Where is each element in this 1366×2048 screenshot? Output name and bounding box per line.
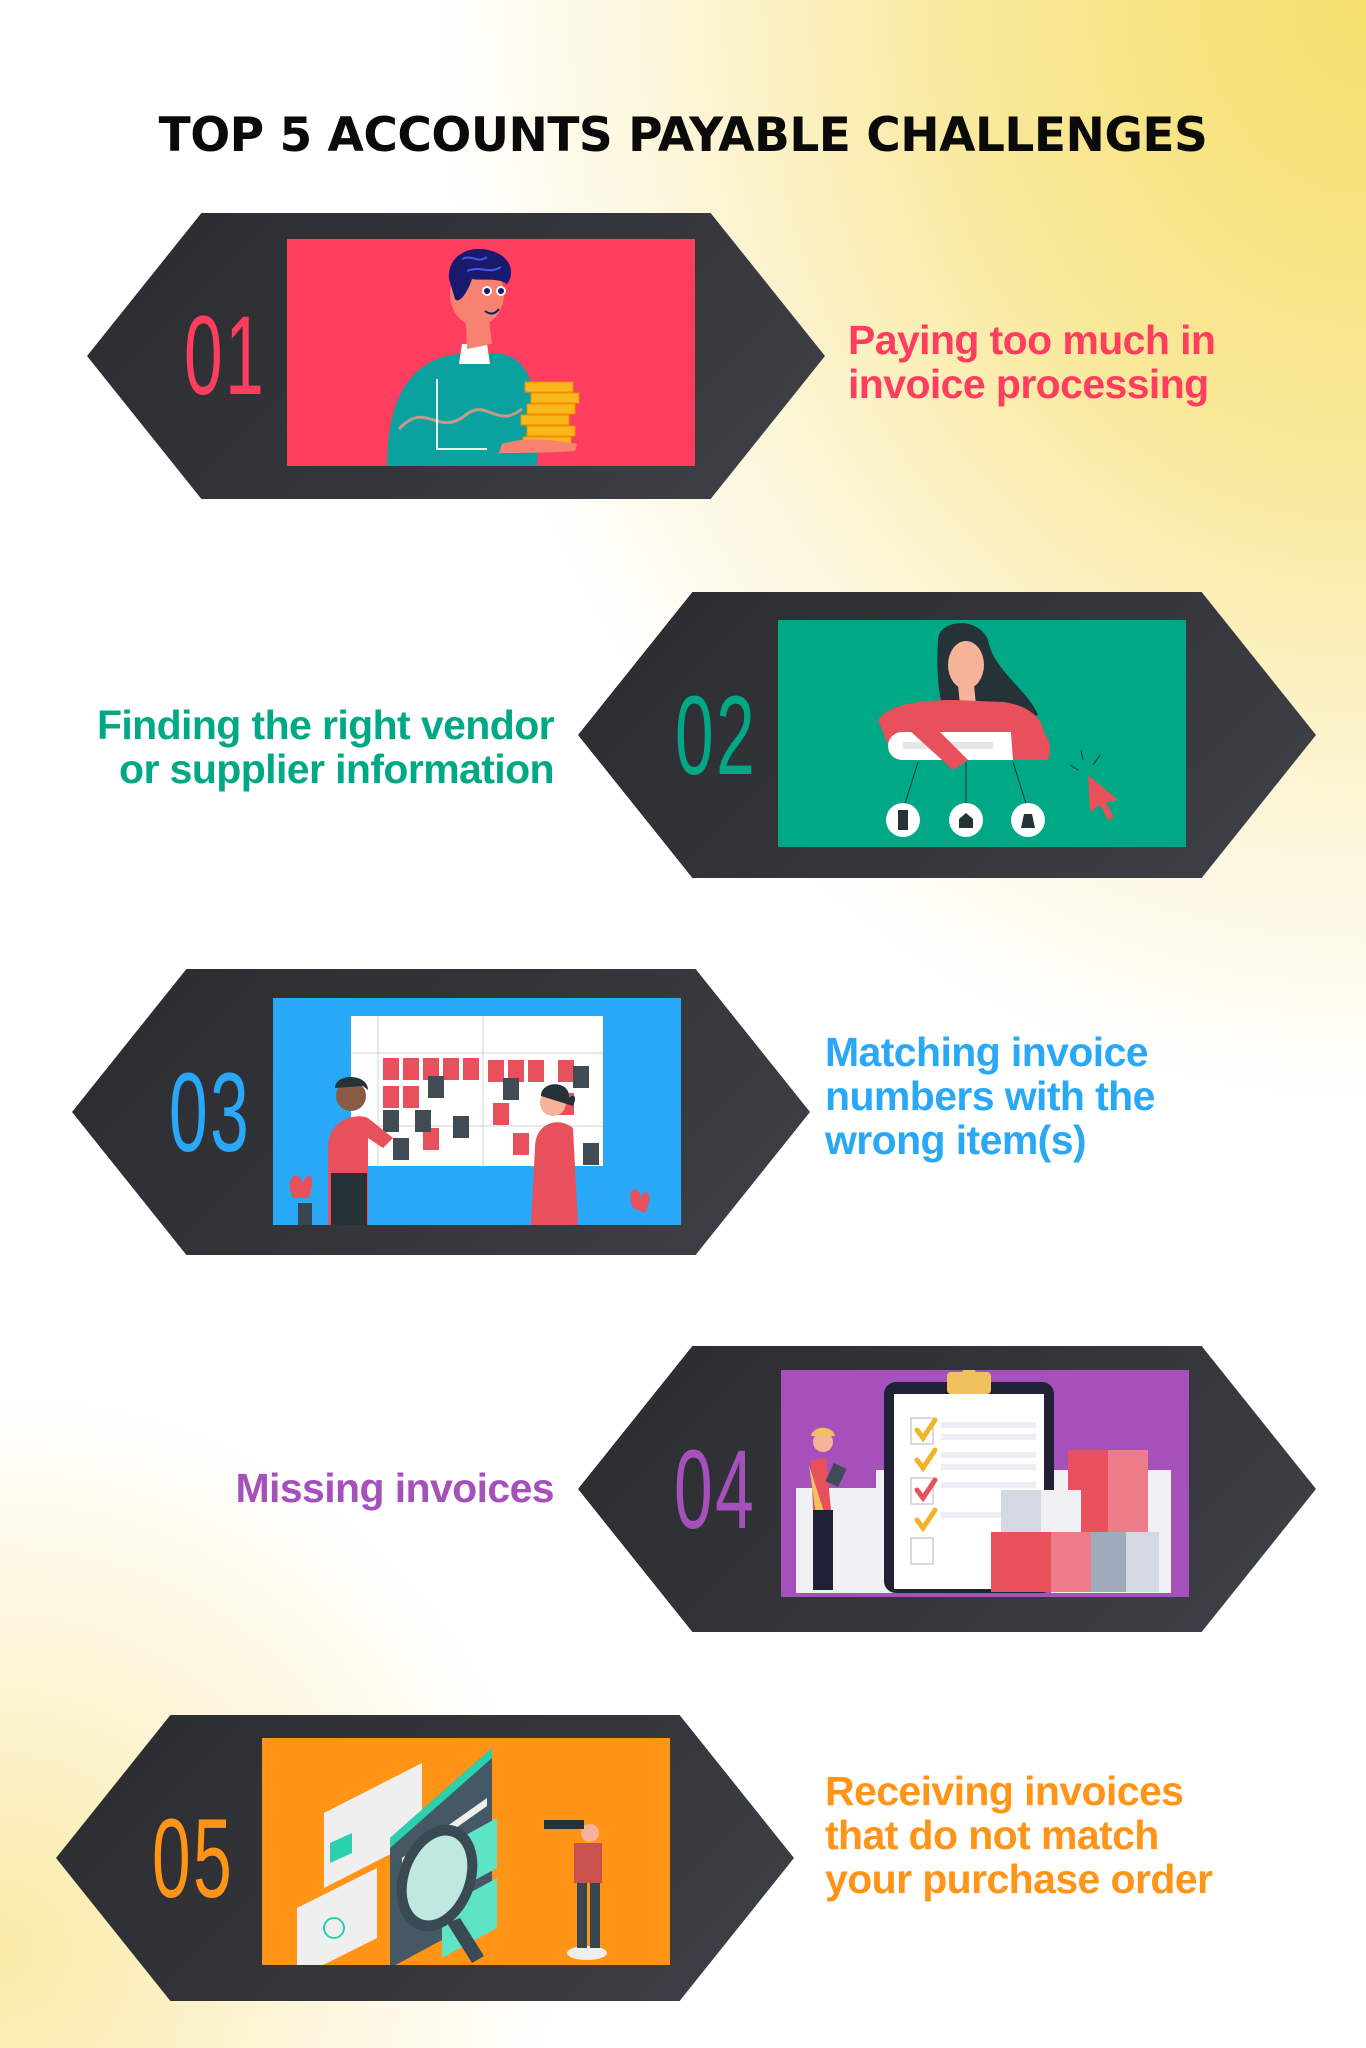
caption-line: Matching invoice	[825, 1029, 1149, 1075]
illustration-panel	[781, 1370, 1189, 1597]
caption-line: Receiving invoices	[825, 1768, 1184, 1814]
challenge-number: 01	[184, 293, 267, 418]
woman-with-search-bar-icon	[878, 623, 1118, 837]
caption-line: wrong item(s)	[825, 1117, 1087, 1163]
caption-line: numbers with the	[825, 1073, 1155, 1119]
caption-line: that do not match	[825, 1812, 1159, 1858]
challenge-number: 04	[674, 1427, 757, 1552]
challenge-caption: Missing invoices	[235, 1466, 554, 1510]
clipboard-checklist-boxes-icon	[796, 1370, 1171, 1593]
caption-line: Paying too much in	[848, 317, 1216, 363]
caption-line: your purchase order	[825, 1856, 1213, 1902]
magnifier-search-telescope-icon	[297, 1748, 607, 1965]
challenge-caption: Paying too much in invoice processing	[848, 317, 1216, 407]
man-holding-coin-stack-icon	[387, 248, 580, 466]
challenge-caption: Matching invoice numbers with the wrong …	[825, 1030, 1155, 1162]
page-title: TOP 5 ACCOUNTS PAYABLE CHALLENGES	[158, 108, 1208, 163]
challenge-caption: Finding the right vendor or supplier inf…	[96, 702, 555, 792]
illustration-panel	[287, 239, 695, 466]
illustration-panel	[262, 1738, 670, 1965]
illustration-panel	[273, 998, 681, 1225]
challenge-number: 05	[152, 1796, 235, 1921]
challenge-caption: Receiving invoices that do not match you…	[825, 1768, 1213, 1902]
caption-line: Missing invoices	[235, 1465, 554, 1511]
illustration-panel	[778, 620, 1186, 847]
caption-line: invoice processing	[848, 361, 1209, 407]
caption-line: Finding the right vendor	[96, 702, 555, 748]
challenge-number: 03	[169, 1050, 252, 1175]
challenge-number: 02	[675, 673, 758, 798]
caption-line: or supplier information	[119, 746, 555, 792]
people-at-kanban-board-icon	[289, 1016, 650, 1225]
